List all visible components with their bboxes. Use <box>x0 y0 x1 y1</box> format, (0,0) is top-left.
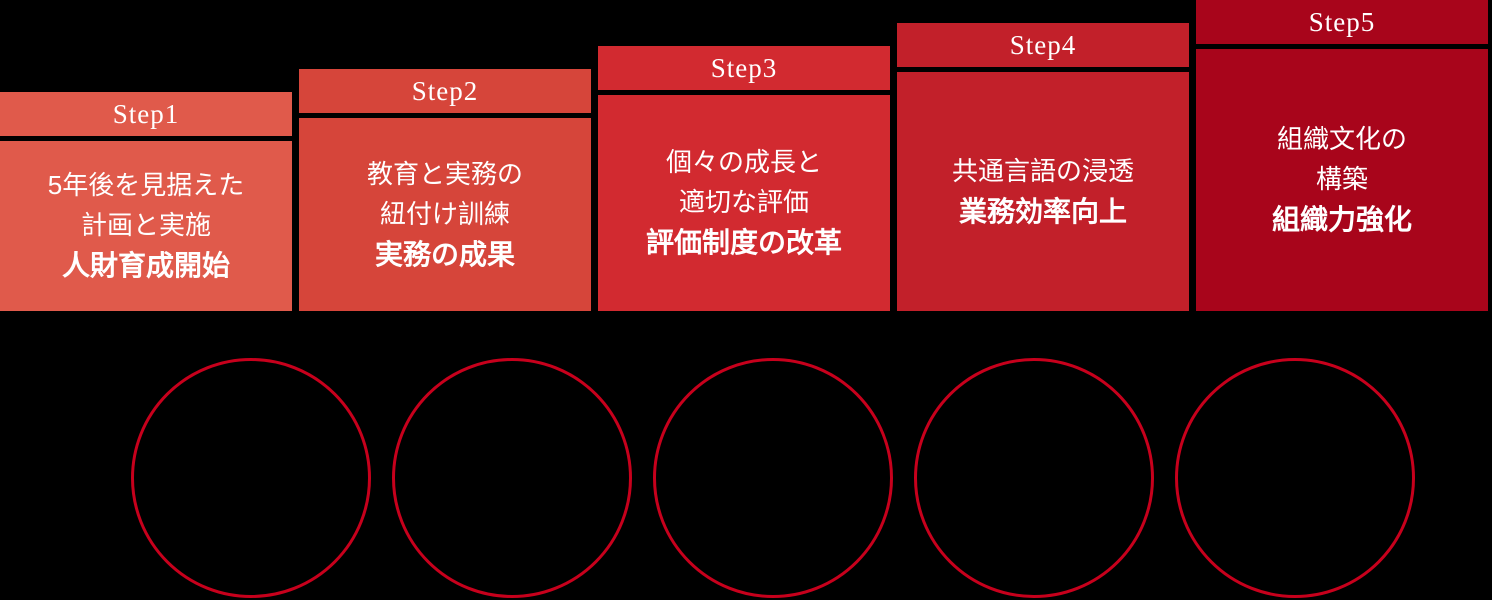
step-label-4: Step4 <box>1009 29 1077 60</box>
step-column-2: Step2 教育と実務の 紐付け訓練 実務の成果 <box>299 69 591 311</box>
step-column-1: Step1 5年後を見据えた 計画と実施 人財育成開始 <box>0 92 292 311</box>
circle-row <box>131 358 1415 598</box>
step-column-5: Step5 組織文化の 構築 組織力強化 <box>1196 0 1488 311</box>
step-line: 5年後を見据えた <box>47 170 245 200</box>
step-body-2: 教育と実務の 紐付け訓練 実務の成果 <box>299 118 591 311</box>
step-line: 紐付け訓練 <box>379 198 510 229</box>
step-body-3: 個々の成長と 適切な評価 評価制度の改革 <box>598 95 890 311</box>
circle-outline-3 <box>653 358 893 598</box>
step-line: 教育と実務の <box>366 158 523 189</box>
step-column-3: Step3 個々の成長と 適切な評価 評価制度の改革 <box>598 46 890 311</box>
step-body-4: 共通言語の浸透 業務効率向上 <box>897 72 1189 311</box>
step-header-2: Step2 <box>299 69 591 113</box>
step-body-5: 組織文化の 構築 組織力強化 <box>1196 49 1488 311</box>
step-label-3: Step3 <box>710 52 778 83</box>
step-line: 個々の成長と <box>665 147 822 177</box>
step-line: 組織文化の <box>1276 124 1407 154</box>
step-header-5: Step5 <box>1196 0 1488 44</box>
circle-outline-1 <box>131 358 371 598</box>
step-highlight: 評価制度の改革 <box>645 227 842 258</box>
circle-outline-4 <box>914 358 1154 598</box>
step-column-4: Step4 共通言語の浸透 業務効率向上 <box>897 23 1189 311</box>
step-header-1: Step1 <box>0 92 292 136</box>
step-line: 計画と実施 <box>80 210 211 240</box>
step-highlight: 人財育成開始 <box>61 250 230 281</box>
step-header-4: Step4 <box>897 23 1189 67</box>
step-line: 適切な評価 <box>678 187 809 217</box>
step-header-3: Step3 <box>598 46 890 90</box>
step-body-1: 5年後を見据えた 計画と実施 人財育成開始 <box>0 141 292 311</box>
step-line: 共通言語の浸透 <box>951 155 1134 186</box>
step-highlight: 業務効率向上 <box>958 195 1127 227</box>
step-label-2: Step2 <box>411 75 479 106</box>
step-label-1: Step1 <box>112 98 180 129</box>
step-line: 構築 <box>1315 164 1368 194</box>
circle-outline-2 <box>392 358 632 598</box>
circle-outline-5 <box>1175 358 1415 598</box>
step-highlight: 組織力強化 <box>1271 204 1412 235</box>
step-label-5: Step5 <box>1308 6 1376 37</box>
step-highlight: 実務の成果 <box>374 238 515 270</box>
